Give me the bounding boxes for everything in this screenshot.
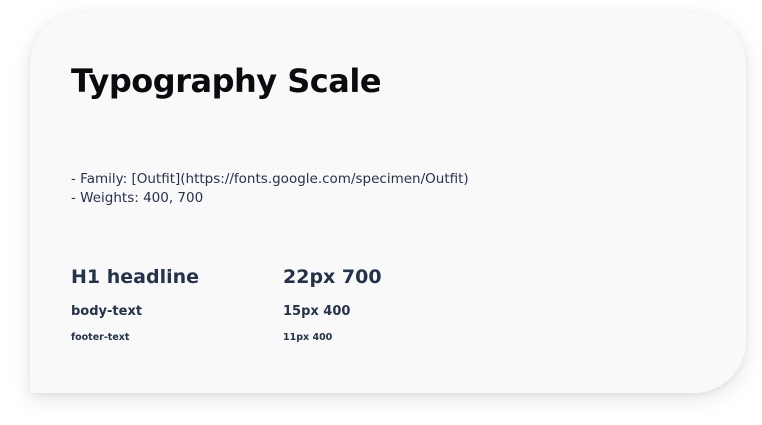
- font-meta: - Family: [Outfit](https://fonts.google.…: [71, 170, 469, 208]
- font-weights-line: - Weights: 400, 700: [71, 190, 204, 206]
- scale-name-footer: footer-text: [71, 332, 130, 343]
- page-title: Typography Scale: [71, 62, 382, 100]
- scale-spec-body: 15px 400: [283, 304, 351, 319]
- scale-spec-footer: 11px 400: [283, 332, 333, 343]
- scale-spec-h1: 22px 700: [283, 266, 382, 288]
- scale-name-body: body-text: [71, 304, 143, 319]
- font-family-line: - Family: [Outfit](https://fonts.google.…: [71, 171, 469, 187]
- scale-name-h1: H1 headline: [71, 266, 200, 288]
- typography-card: Typography Scale - Family: [Outfit](http…: [30, 12, 746, 393]
